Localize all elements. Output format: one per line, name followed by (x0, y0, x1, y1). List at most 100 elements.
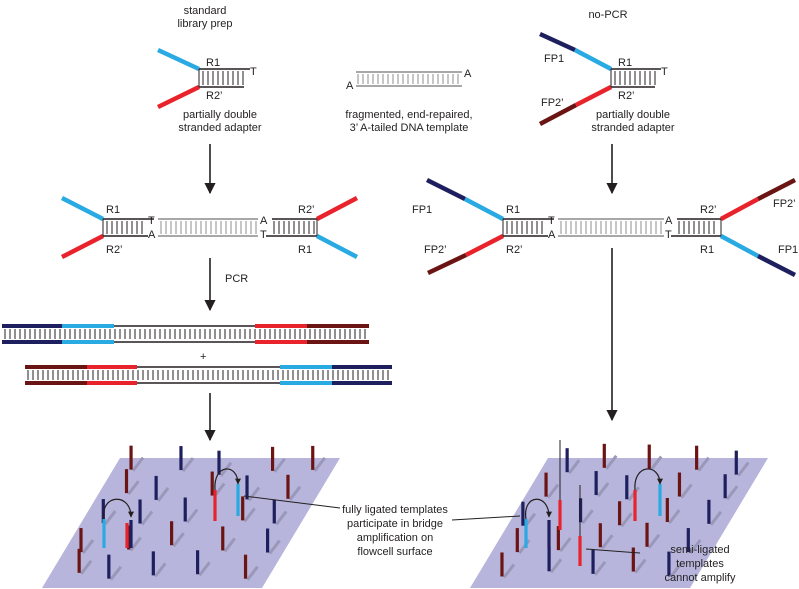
oligo-shadow (549, 558, 563, 574)
np-a-left: A (548, 229, 556, 241)
callout-line-fully-1 (243, 495, 341, 509)
adapter-caption-right-2: stranded adapter (591, 122, 675, 134)
semi-ligated-caption-1: semi-ligated (670, 544, 729, 556)
oligo-shadow (647, 533, 661, 549)
oligo-shadow (697, 456, 710, 472)
standard-title-line2: library prep (177, 18, 232, 30)
fully-ligated-caption-1: fully ligated templates (342, 504, 448, 516)
oligo-shadow (605, 454, 618, 470)
oligo-shadow (668, 509, 681, 524)
fp2p-arm (538, 103, 578, 126)
adapter-caption-left-1: partially double (183, 109, 257, 121)
np-fp1-left: FP1 (412, 204, 432, 216)
callout-line-fully-2 (451, 515, 521, 521)
oligo-shadow (593, 560, 607, 576)
adapter-base-pairs (202, 71, 244, 85)
semi-ligated-caption-2: templates (676, 558, 724, 570)
oligo-shadow (581, 509, 594, 525)
oligo-shadow (650, 455, 663, 471)
oligo-shadow (601, 534, 614, 550)
standard-flowcell (42, 445, 340, 588)
lig-r2p-left: R2’ (106, 244, 123, 256)
callout-line-semi (585, 548, 641, 554)
oligo-shadow (186, 508, 199, 524)
oligo-shadow (198, 561, 211, 577)
lig-r2p-right: R2’ (298, 204, 315, 216)
oligo-shadow (502, 563, 516, 579)
np-a-right: A (665, 215, 673, 227)
dna-template: A A (346, 68, 472, 92)
oligo-shadow (104, 510, 117, 525)
lig-r1-right: R1 (298, 244, 312, 256)
t-overhang-label-np: T (661, 66, 668, 78)
adapter-base-pairs-np (614, 71, 656, 85)
pcr-label: PCR (225, 273, 248, 285)
template-a-right: A (464, 68, 472, 80)
oligo-shadow (596, 482, 610, 497)
oligo-shadow (689, 539, 702, 554)
oligo-shadow (725, 485, 739, 501)
oligo-shadow (559, 537, 572, 553)
oligo-shadow (131, 456, 145, 472)
oligo-shadow (127, 480, 140, 496)
flowcell-surface-left (42, 458, 340, 588)
oligo-shadow (129, 536, 142, 552)
oligo-shadow (275, 510, 288, 526)
oligo-shadow (620, 512, 633, 528)
r1-label: R1 (206, 57, 220, 69)
oligo-shadow (156, 486, 170, 502)
oligo-shadow (669, 562, 683, 578)
np-fp1-right: FP1 (778, 244, 798, 256)
template-caption-1: fragmented, end-repaired, (345, 109, 472, 121)
no-pcr-adapter: FP1 FP2’ R1 R2’ T (538, 31, 668, 126)
lig-r1-left: R1 (106, 204, 120, 216)
oligo-shadow (181, 457, 195, 472)
oligo-shadow (634, 558, 647, 574)
fully-ligated-caption-2: participate in bridge (347, 518, 443, 530)
r2p-label: R2’ (206, 90, 223, 102)
oligo-shadow (273, 457, 286, 473)
lig-a-right: A (260, 215, 268, 227)
r1-arm (157, 47, 200, 72)
standard-title-line1: standard (184, 5, 227, 17)
semi-ligated-caption-3: cannot amplify (665, 572, 736, 584)
r2p-label-np: R2’ (618, 90, 635, 102)
oligo-shadow (109, 565, 123, 581)
no-pcr-title: no-PCR (588, 9, 627, 21)
oligo-shadow (223, 537, 236, 553)
surface-oligos-left (77, 445, 326, 581)
np-fp2p-right: FP2’ (773, 198, 796, 210)
pcr-product-1 (2, 324, 369, 344)
fp1-arm (539, 31, 576, 53)
oligo-shadow (709, 510, 723, 526)
fully-ligated-caption-4: flowcell surface (357, 546, 432, 558)
oligo-shadow (546, 483, 560, 499)
template-base-pairs (357, 74, 459, 84)
plus-sign: + (200, 351, 206, 363)
r1-arm-np (573, 48, 613, 71)
np-t-right: T (665, 229, 672, 241)
r2p-arm (157, 84, 200, 110)
np-fp2p-left: FP2’ (424, 244, 447, 256)
fp2p-label: FP2’ (541, 97, 564, 109)
oligo-shadow (567, 459, 581, 475)
template-caption-2: 3’ A-tailed DNA template (350, 122, 469, 134)
r2p-arm-np (574, 84, 613, 108)
standard-adapter: R1 R2’ T (157, 47, 257, 110)
np-r1-right: R1 (700, 244, 714, 256)
lig-a-left: A (148, 229, 156, 241)
r1-label-np: R1 (618, 57, 632, 69)
np-r1-left: R1 (506, 204, 520, 216)
oligo-shadow (288, 485, 302, 501)
fp1-label: FP1 (544, 53, 564, 65)
oligo-shadow (172, 532, 185, 548)
oligo-shadow (737, 461, 750, 477)
oligo-shadow (680, 483, 693, 499)
template-a-left: A (346, 80, 354, 92)
oligo-shadow (313, 456, 326, 472)
standard-ligated-template: T A A T R1 R2’ R2’ R1 (60, 195, 359, 260)
oligo-shadow (247, 486, 261, 502)
oligo-shadow (79, 559, 93, 575)
np-r2p-right: R2’ (700, 204, 717, 216)
